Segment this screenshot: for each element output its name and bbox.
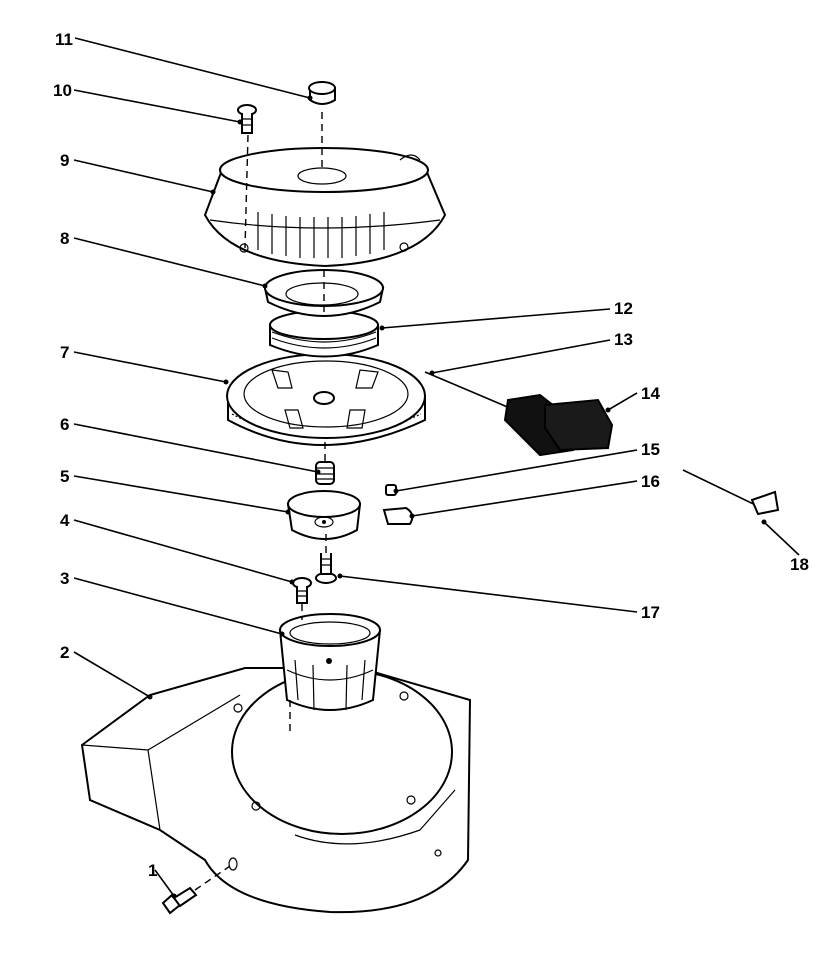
callout-10: 10 — [53, 81, 72, 100]
nut-11 — [308, 81, 336, 105]
blower-housing — [80, 667, 472, 914]
rope-and-handle — [424, 371, 614, 457]
callout-17: 17 — [641, 603, 660, 622]
callout-4: 4 — [60, 511, 70, 530]
pawl-hub — [286, 490, 362, 540]
callout-11: 11 — [55, 30, 73, 49]
screw-1 — [161, 886, 198, 915]
callout-18: 18 — [790, 555, 809, 574]
callout-16: 16 — [641, 472, 660, 491]
starter-cup — [278, 613, 382, 711]
starter-housing — [203, 147, 447, 268]
pulley — [226, 353, 426, 446]
callout-15: 15 — [641, 440, 660, 459]
recoil-spring — [269, 310, 379, 358]
spring-cover — [263, 269, 385, 317]
screw-4 — [292, 577, 312, 604]
callout-1: 1 — [148, 861, 158, 880]
assembly-centerlines — [194, 112, 327, 891]
rod-18 — [682, 469, 780, 516]
leader-lines — [73, 37, 800, 899]
clip-16 — [382, 506, 414, 525]
callout-12: 12 — [614, 299, 633, 318]
callout-9: 9 — [60, 151, 70, 170]
callout-8: 8 — [60, 229, 70, 248]
screw-17 — [315, 553, 337, 584]
callout-14: 14 — [641, 384, 660, 403]
screw-10 — [237, 104, 257, 134]
callout-13: 13 — [614, 330, 633, 349]
callout-6: 6 — [60, 415, 70, 434]
callout-5: 5 — [60, 467, 70, 486]
callout-3: 3 — [60, 569, 70, 588]
callout-2: 2 — [60, 643, 70, 662]
callout-7: 7 — [60, 343, 70, 362]
